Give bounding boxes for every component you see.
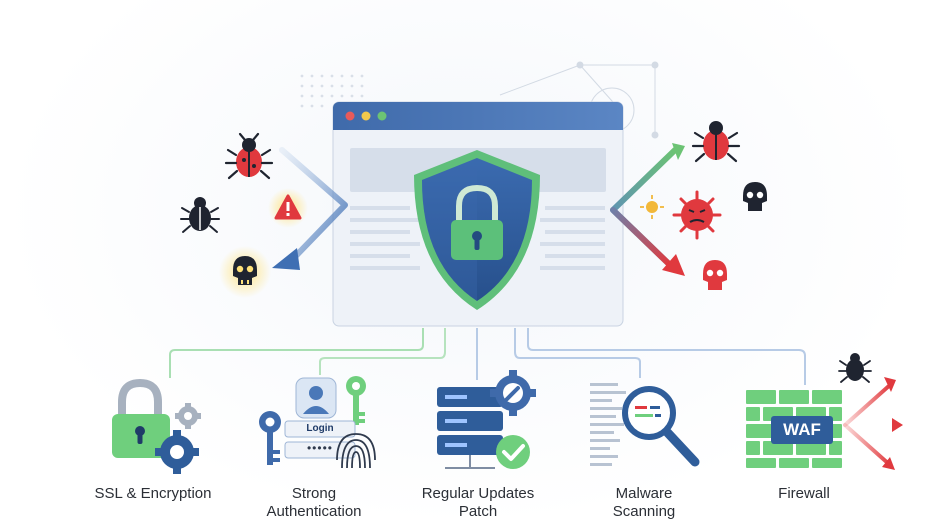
wrench-gear-icon (490, 370, 536, 416)
ssl-padlock-icon (112, 378, 170, 458)
gear-icon (155, 430, 199, 474)
skull-icon-dark (743, 182, 767, 211)
user-profile-icon (295, 377, 337, 419)
key-green-icon (346, 376, 366, 425)
label-firewall: Firewall (778, 485, 830, 502)
login-text: Login (306, 423, 334, 434)
sun-spark-icon (640, 195, 664, 219)
shield-lock-icon (414, 150, 540, 310)
password-field: ••••• (306, 441, 333, 455)
label-malware-scanning: Malware Scanning (612, 485, 676, 520)
threat-bug-icon (224, 132, 274, 180)
gear-small-icon (175, 403, 201, 429)
label-strong-authentication: Strong Authentication (266, 485, 362, 520)
deflect-arrow-left (272, 147, 348, 270)
blocked-arrows (843, 377, 903, 470)
deflect-arrow-right (610, 143, 685, 276)
firewall-bug-icon (838, 353, 872, 383)
network-decoration (499, 61, 659, 139)
connector-lines (169, 328, 806, 385)
skull-icon-red (703, 260, 727, 290)
skull-icon (219, 246, 271, 298)
waf-label: WAF (783, 420, 821, 439)
virus-icon (672, 190, 722, 240)
key-blue-icon (259, 411, 281, 465)
checkmark-icon (496, 435, 530, 469)
magnifier-icon (622, 386, 700, 467)
waf-badge (771, 416, 833, 444)
dot-grid (300, 74, 364, 108)
label-ssl-encryption: SSL & Encryption (94, 485, 212, 502)
server-stack-icon (437, 387, 503, 469)
malware-beetle-icon (180, 197, 220, 233)
warning-icon (268, 188, 308, 228)
label-regular-updates: Regular Updates Patch (421, 485, 535, 520)
fingerprint-icon (336, 433, 376, 469)
threat-bug-icon-right (691, 121, 741, 163)
code-lines (590, 383, 626, 466)
